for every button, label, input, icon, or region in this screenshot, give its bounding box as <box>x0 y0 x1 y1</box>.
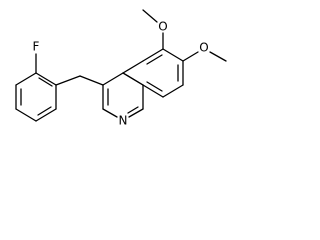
bond-methyl <box>142 9 158 23</box>
bond <box>142 84 164 98</box>
fluorophenyl-ring <box>15 72 57 122</box>
bond <box>35 108 57 122</box>
pyridine-ring <box>102 72 144 118</box>
bond-to-oxygen <box>182 51 199 62</box>
bond <box>122 60 144 74</box>
bond <box>162 48 184 62</box>
bond-ch2-bridge <box>55 75 81 86</box>
structure-drawing: F N <box>15 9 227 128</box>
bond-shared <box>122 72 144 86</box>
benzo-ring <box>122 48 184 98</box>
nitrogen-atom-label: N <box>119 114 128 128</box>
bond-to-nitrogen <box>128 108 144 118</box>
bond-ch2-bridge <box>79 75 104 86</box>
double-bond-inner <box>37 106 52 116</box>
bond <box>142 48 164 62</box>
molecule-diagram: F N <box>15 9 227 128</box>
double-bond-inner <box>146 54 163 65</box>
double-bond-inner <box>127 106 139 114</box>
bond-to-nitrogen <box>102 108 118 118</box>
methoxy-top-oxygen-label: O <box>158 20 167 34</box>
methoxy-right-oxygen-label: O <box>199 41 208 55</box>
bond-methyl <box>209 51 227 62</box>
double-bond-inner <box>146 81 163 92</box>
bond <box>15 108 37 122</box>
double-bond-inner <box>38 77 53 87</box>
bond <box>102 72 124 86</box>
bond <box>35 72 57 86</box>
fluorine-atom-label: F <box>33 40 40 54</box>
bond <box>15 72 37 86</box>
bond <box>162 84 184 98</box>
